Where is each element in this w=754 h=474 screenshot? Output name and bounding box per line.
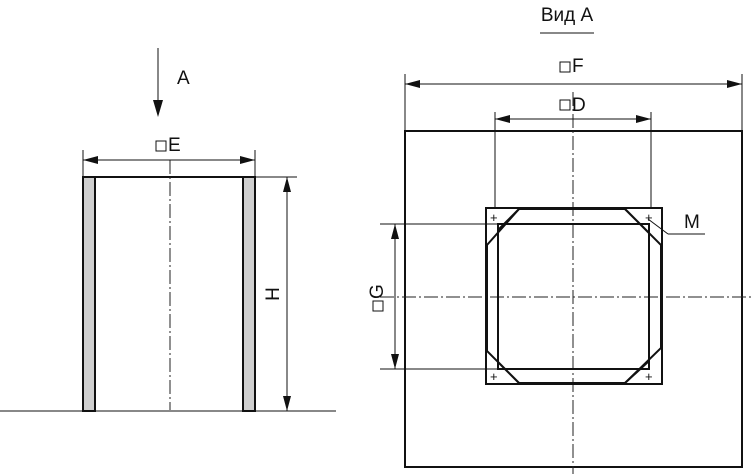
dim-e-square-symbol: [155, 140, 167, 152]
top-view: Вид А + + + + F: [367, 5, 754, 474]
dim-g-square-symbol: [372, 300, 384, 312]
view-title: Вид А: [541, 5, 594, 26]
right-wall: [242, 176, 256, 412]
dim-g-label: G: [367, 284, 388, 299]
dim-e-label: E: [168, 135, 181, 156]
dim-e-arrow-left: [83, 156, 98, 164]
dim-e-arrow-right: [240, 156, 255, 164]
dim-h-label: H: [263, 287, 284, 301]
side-view: А E H: [0, 48, 336, 412]
dim-h-arrow-bottom: [283, 396, 291, 411]
dim-f-arrow-left: [405, 80, 420, 88]
dim-d-arrow-left: [495, 115, 510, 123]
dim-h-arrow-top: [283, 177, 291, 192]
corner-bevel-tl: [497, 208, 520, 231]
bolt-hole-tl: +: [490, 210, 498, 225]
dim-d-arrow-right: [636, 115, 651, 123]
view-arrow-label: А: [177, 68, 190, 89]
dim-d-label: D: [572, 95, 586, 116]
opening-inner-square: [497, 223, 650, 370]
dim-m-leader-diagonal: [647, 218, 669, 235]
bolt-hole-tr: +: [645, 210, 653, 225]
bolt-hole-br: +: [645, 369, 653, 384]
view-arrow-head: [153, 100, 163, 117]
dim-g-arrow-top: [391, 224, 399, 239]
dim-f-arrow-right: [727, 80, 742, 88]
corner-bevel-tr: [624, 208, 650, 234]
left-wall: [82, 176, 96, 412]
bolt-hole-marks: + + + +: [490, 210, 653, 384]
corner-bevel-br: [624, 360, 650, 384]
opening-outer-square: [485, 207, 663, 385]
bolt-hole-bl: +: [490, 369, 498, 384]
dim-f-square-symbol: [559, 61, 571, 73]
opening-octagon-frame: [486, 208, 662, 384]
dim-d-square-symbol: [559, 99, 571, 111]
corner-bevel-bl: [497, 361, 520, 384]
dim-g-arrow-bottom: [391, 354, 399, 369]
dim-m-label: M: [684, 212, 700, 233]
dim-f-label: F: [572, 56, 584, 77]
